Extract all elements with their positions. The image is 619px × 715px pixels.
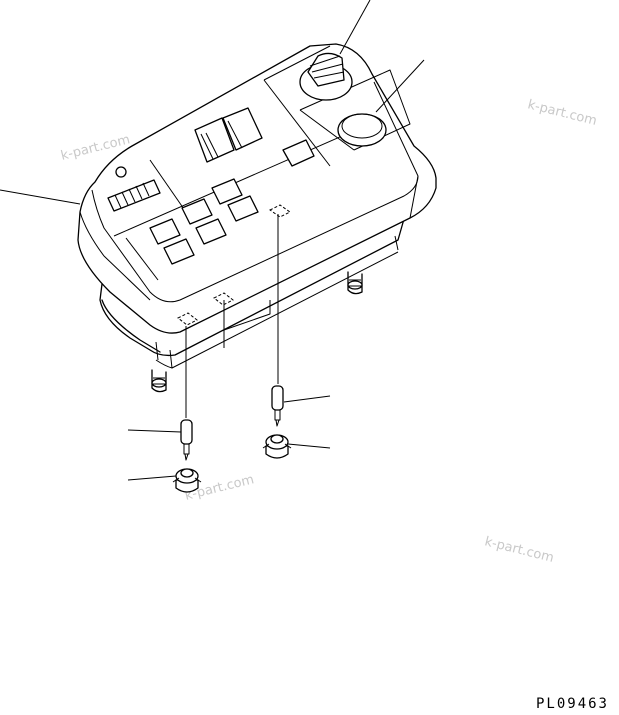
monitor-panel — [77, 43, 437, 348]
display-window — [194, 107, 263, 163]
watermark: k-part.com — [483, 534, 555, 566]
callout-leaders — [0, 0, 425, 481]
leader-knob — [339, 0, 371, 55]
leader-holder-left — [127, 475, 177, 481]
assembly-lines — [185, 214, 279, 418]
mounting-stud-left — [151, 369, 167, 393]
bulb-socket-middle — [213, 292, 234, 306]
bulb-socket-left — [177, 312, 198, 326]
mounting-stud-right — [347, 271, 363, 295]
leader-holder-right — [287, 443, 331, 449]
drawing-number: PL09463 — [535, 696, 609, 712]
watermark: k-part.com — [526, 97, 598, 129]
bar-gauge — [107, 179, 161, 212]
bulb-holder-right — [262, 434, 292, 459]
leader-round-button — [375, 59, 425, 113]
indicator-lamp — [115, 166, 127, 178]
leader-monitor — [0, 189, 81, 205]
bulb-holder-left — [172, 468, 202, 493]
bulb-left — [180, 419, 193, 461]
leader-bulb-right — [283, 395, 331, 403]
leader-bulb-left — [127, 429, 182, 433]
switch-buttons — [149, 178, 259, 265]
monitor-housing — [99, 211, 407, 369]
round-button — [337, 113, 387, 147]
rotary-switch-knob — [299, 52, 353, 101]
bulb-socket-right — [269, 204, 291, 218]
bulb-right — [271, 385, 284, 427]
small-display — [282, 139, 315, 167]
